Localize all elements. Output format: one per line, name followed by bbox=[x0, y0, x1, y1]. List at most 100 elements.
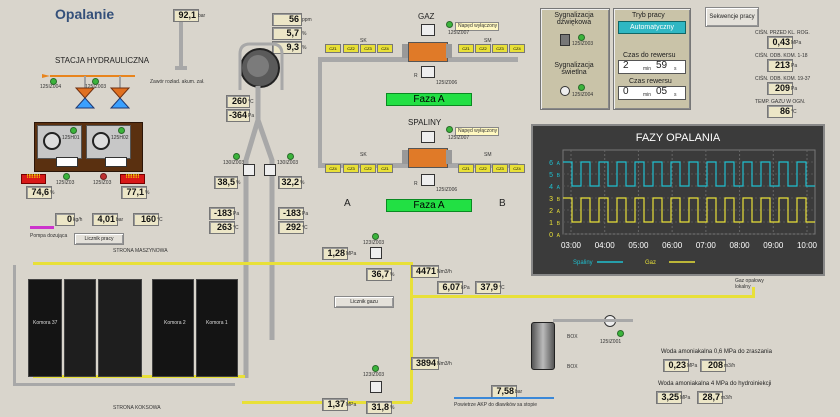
valve-opening-bottom: 31,8 bbox=[366, 401, 392, 414]
chart-x-tick-label: 07:00 bbox=[696, 241, 717, 250]
unit: bar bbox=[116, 217, 124, 223]
pipe bbox=[175, 66, 187, 70]
chart-x-tick-label: 09:00 bbox=[763, 241, 784, 250]
chart-x-tick-label: 10:00 bbox=[797, 241, 818, 250]
chamber-1 bbox=[196, 279, 238, 377]
gas-pressure-bottom: 1,37 bbox=[322, 398, 348, 411]
air-line bbox=[454, 397, 554, 399]
unit: bar bbox=[198, 13, 206, 19]
box-label-2: BOX bbox=[567, 364, 578, 370]
unit: °C bbox=[157, 217, 163, 223]
unit: % bbox=[390, 272, 395, 278]
chamber-box: CZ2 bbox=[475, 44, 491, 53]
hydraulic-station-title: STACJA HYDRAULICZNA bbox=[55, 56, 150, 65]
valve-tag-1: 125IZ004 bbox=[40, 84, 62, 90]
sk-label: SK bbox=[360, 38, 367, 44]
work-sequences-button[interactable]: Sekwencje pracy bbox=[705, 7, 759, 27]
unit: min bbox=[643, 66, 652, 72]
temp-left: 263 bbox=[209, 221, 235, 234]
chamber-box: CZ1 bbox=[458, 44, 474, 53]
gas-param-value-1: 56 bbox=[272, 13, 302, 26]
air-pressure: 7,58 bbox=[491, 385, 517, 398]
chart-y-tick-letter: B bbox=[557, 197, 561, 203]
speaker-icon[interactable] bbox=[560, 34, 570, 46]
gas-control-valve-top bbox=[370, 247, 382, 259]
valve-label: Zawór rozład. akum. zał. bbox=[150, 79, 205, 85]
pipe bbox=[179, 22, 183, 68]
lamp-icon[interactable] bbox=[560, 86, 570, 96]
page-title: Opalanie bbox=[55, 6, 115, 22]
right-value-1: 0,43 bbox=[767, 36, 793, 49]
status-led bbox=[63, 173, 70, 180]
center-pressure-1: -364 bbox=[226, 109, 250, 122]
yellow-main-top bbox=[242, 262, 412, 265]
unit: m3/h bbox=[721, 395, 733, 401]
right-label-2: CIŚN. ODB. KOM. 1-18 bbox=[755, 53, 808, 59]
gas-title: GAZ bbox=[418, 12, 435, 21]
flue-valve-bottom bbox=[421, 174, 435, 186]
unit: °C bbox=[499, 285, 505, 291]
chamber-box: CZ1 bbox=[377, 164, 393, 173]
chart-y-tick-letter: B bbox=[557, 221, 561, 227]
damper-left-icon bbox=[243, 164, 255, 176]
chamber-box: CZ1 bbox=[325, 44, 341, 53]
draft-left: -183 bbox=[209, 207, 235, 220]
status-led bbox=[446, 126, 453, 133]
chamber-box: CZ3 bbox=[360, 44, 376, 53]
valve-flange-left bbox=[402, 150, 408, 164]
ammonia-injection-pressure: 3,25 bbox=[656, 391, 682, 404]
operation-counter-button[interactable]: Licznik pracy bbox=[74, 233, 124, 245]
unit: bar bbox=[515, 389, 523, 395]
temp-right: 292 bbox=[278, 221, 304, 234]
reverse-time-box bbox=[618, 86, 686, 100]
status-led bbox=[372, 365, 379, 372]
gas-flow-top: 4471 bbox=[411, 265, 439, 278]
gas-control-valve-bottom bbox=[370, 381, 382, 393]
chart-x-tick-label: 08:00 bbox=[730, 241, 751, 250]
unit: Pa bbox=[233, 211, 240, 217]
time-to-reverse-box bbox=[618, 60, 686, 74]
chamber-box: CZ4 bbox=[509, 164, 525, 173]
chart-y-tick-label: 4 bbox=[549, 184, 553, 191]
chart-x-tick-label: 06:00 bbox=[662, 241, 683, 250]
unit: m3/h bbox=[724, 363, 736, 369]
ammonia-spray-flow: 208 bbox=[700, 359, 726, 372]
right-label-1: CIŚN. PRZED KL. ROG. bbox=[755, 30, 810, 36]
air-label: Powietrze AKP do dławików sa stopie bbox=[454, 402, 538, 408]
valve-opening-top: 36,7 bbox=[366, 268, 392, 281]
pump-2-tag: 125H02 bbox=[111, 135, 129, 141]
damper-right-icon bbox=[264, 164, 276, 176]
status-led bbox=[50, 78, 57, 85]
gas-pressure-top: 1,28 bbox=[322, 247, 348, 260]
chart-legend-label: Gaz bbox=[645, 260, 656, 266]
chart-y-tick-label: 0 bbox=[549, 232, 553, 239]
gas-reverse-valve bbox=[408, 42, 448, 62]
chart-y-tick-label: 5 bbox=[549, 172, 553, 179]
status-led bbox=[118, 127, 125, 134]
chart-y-tick-letter: A bbox=[557, 233, 561, 239]
flue-drive-label: Napęd wyłączony bbox=[458, 128, 498, 134]
tag: 125IZ004 bbox=[572, 92, 594, 98]
unit: Pa bbox=[248, 113, 255, 119]
valve-flange-right bbox=[446, 150, 452, 164]
valve-tag-2: 125IZ003 bbox=[85, 84, 107, 90]
tag: 125IZ007 bbox=[448, 30, 470, 36]
unit: % bbox=[390, 405, 395, 411]
chamber-box: CZ4 bbox=[509, 44, 525, 53]
unit: °C bbox=[302, 225, 308, 231]
center-piping bbox=[238, 42, 284, 378]
valve-flange-right bbox=[446, 44, 452, 58]
right-value-3: 209 bbox=[767, 82, 793, 95]
mode-value[interactable]: Automatyczny bbox=[618, 21, 686, 34]
chart-y-tick-label: 2 bbox=[549, 208, 553, 215]
ammonia-water-injection-label: Woda amoniakalna 4 MPa do hydroiniekcji bbox=[658, 381, 772, 387]
unit: °C bbox=[248, 99, 254, 105]
alarm-indicator-2: !!!!!!!! bbox=[120, 174, 145, 184]
chamber-box: CZ3 bbox=[343, 164, 359, 173]
chart-x-tick-label: 04:00 bbox=[595, 241, 616, 250]
dosing-pump-label: Pompa dozująca bbox=[30, 233, 68, 239]
reverse-time-sec: 05 bbox=[656, 86, 668, 97]
gas-counter-button[interactable]: Licznik gazu bbox=[334, 296, 394, 308]
unit: % bbox=[145, 190, 150, 196]
